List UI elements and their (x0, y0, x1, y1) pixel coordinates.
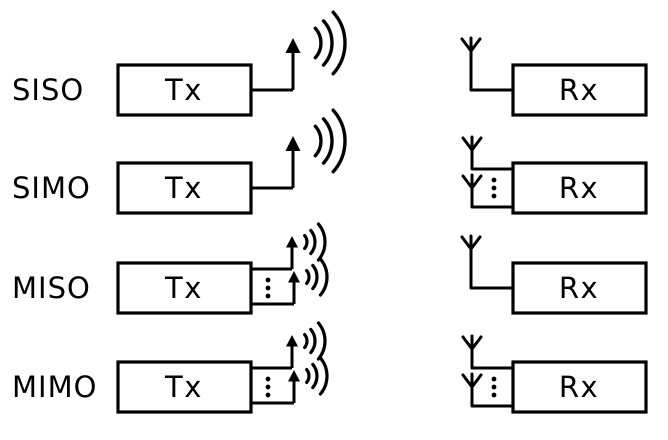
ellipsis-dots-icon (265, 376, 271, 398)
miso-rx-label: Rx (559, 271, 599, 305)
mimo-rx-label: Rx (559, 370, 599, 404)
row-label-miso: MISO (12, 271, 91, 305)
siso-rx-label: Rx (559, 73, 599, 107)
mimo-row: MIMO Tx Rx (12, 323, 648, 414)
miso-tx-box (116, 261, 253, 315)
row-label-siso: SISO (12, 73, 84, 107)
simo-tx-label: Tx (164, 171, 203, 205)
row-label-mimo: MIMO (12, 370, 97, 404)
siso-tx-box (116, 63, 253, 117)
simo-row: SIMO Tx Rx (12, 110, 648, 215)
mimo-tx-box (116, 360, 253, 414)
ellipsis-dots-icon (265, 277, 271, 299)
mimo-rx-box (511, 360, 648, 414)
miso-rx-box (511, 261, 648, 315)
simo-tx-box (116, 161, 253, 215)
siso-rx-box (511, 63, 648, 117)
mimo-tx-label: Tx (164, 370, 203, 404)
simo-rx-label: Rx (559, 171, 599, 205)
ellipsis-dots-icon (491, 376, 497, 398)
siso-row: SISO Tx Rx (12, 12, 648, 117)
row-label-simo: SIMO (12, 171, 91, 205)
siso-tx-label: Tx (164, 73, 203, 107)
miso-tx-label: Tx (164, 271, 203, 305)
simo-rx-box (511, 161, 648, 215)
miso-row: MISO Tx Rx (12, 224, 648, 315)
ellipsis-dots-icon (491, 177, 497, 199)
